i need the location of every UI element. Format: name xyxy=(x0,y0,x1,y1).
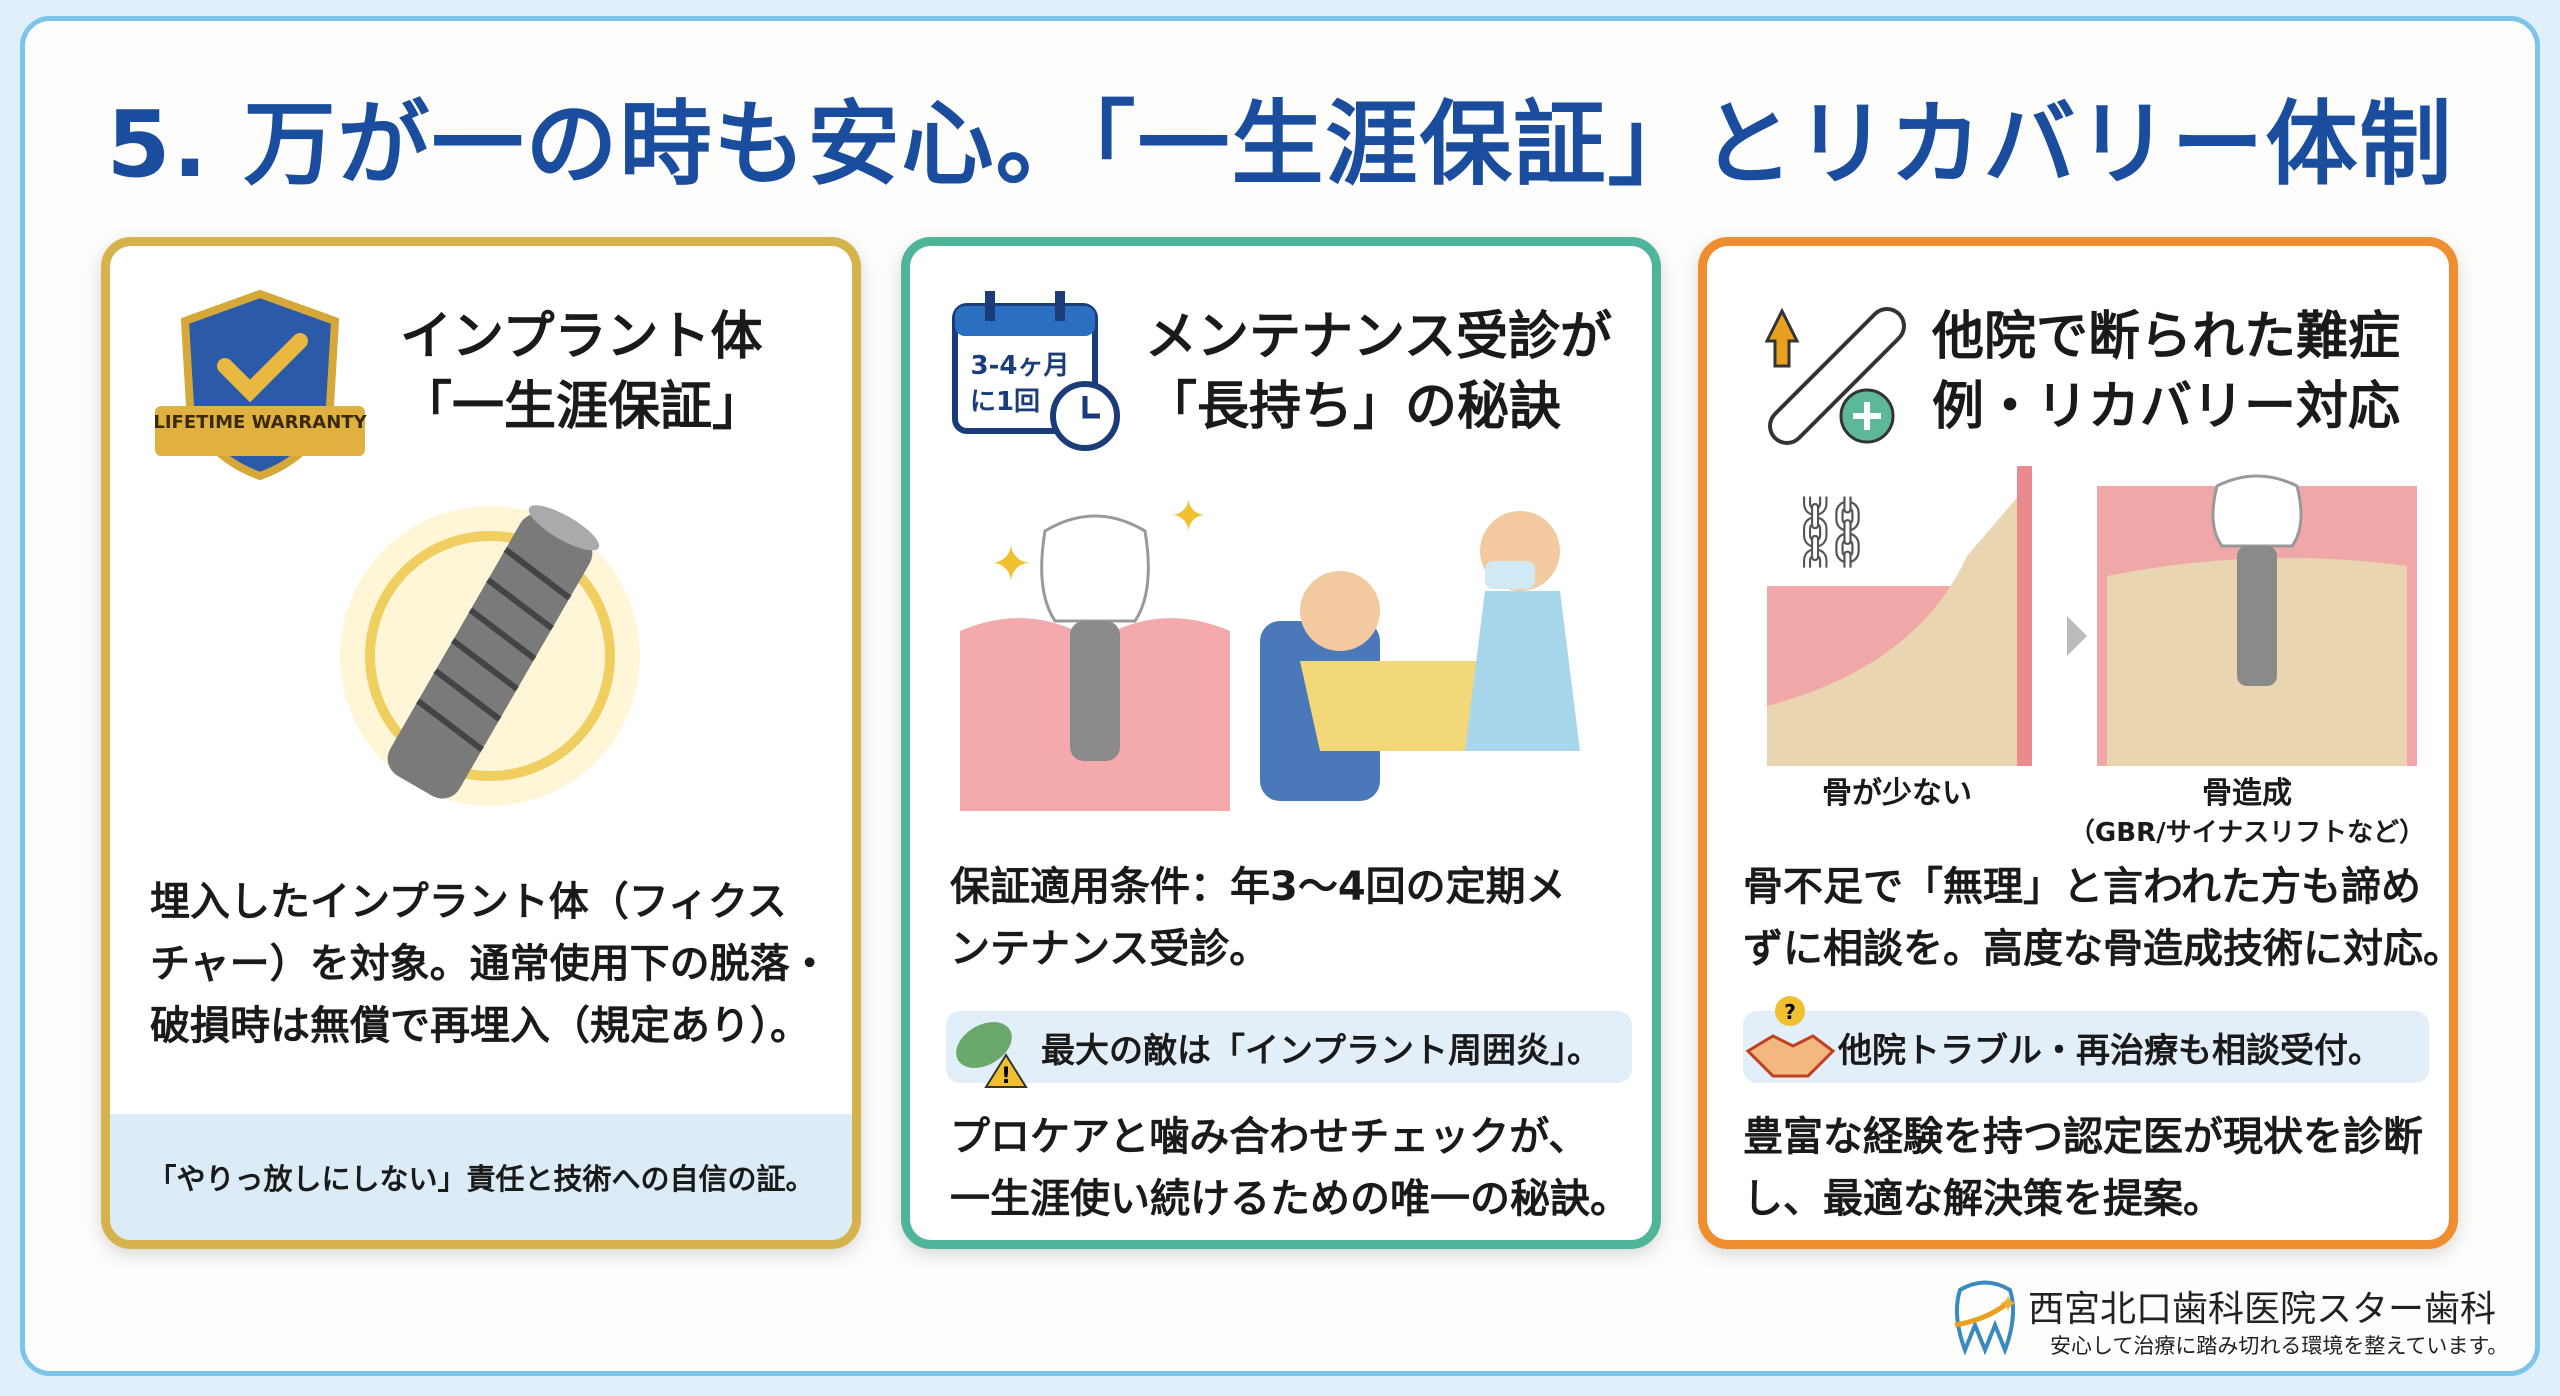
bone-graft-comparison-illustration: ⛓ xyxy=(1767,466,2417,766)
card-heading-line2: 「長持ち」の秘訣 xyxy=(1145,377,1562,437)
clinic-logo: ✦ 西宮北口歯科医院スター歯科 安心して治療に踏み切れる環境を整えています。 xyxy=(1950,1280,2530,1360)
card-body-line: 破損時は無償で再埋入（規定あり）。 xyxy=(150,1003,810,1049)
clinic-name: 西宮北口歯科医院スター歯科 xyxy=(2028,1289,2497,1330)
card-body-line: 埋入したインプラント体（フィクス xyxy=(150,879,787,925)
svg-text:?: ? xyxy=(1784,1000,1796,1024)
bacteria-warning-icon: ! xyxy=(956,1022,1028,1089)
svg-text:!: ! xyxy=(1001,1064,1011,1089)
implant-illustration xyxy=(340,505,640,806)
card-recovery: 他院で断られた難症 例・リカバリー対応 ⛓ 骨が少ない 骨造成 （GBR/サイナ… xyxy=(1698,237,2458,1249)
warranty-shield-icon: LIFETIME WARRANTY xyxy=(153,289,368,481)
handshake-question-icon: ? xyxy=(1745,996,1836,1078)
card-body-line: 骨不足で「無理」と言われた方も諦め xyxy=(1743,864,2421,910)
calendar-text-2: に1回 xyxy=(970,387,1040,417)
card-lifetime-warranty: LIFETIME WARRANTY インプラント体 「一生涯保証」 埋入したイン… xyxy=(101,237,861,1249)
card-body-line: し、最適な解決策を提案。 xyxy=(1743,1176,2223,1222)
svg-text:✦: ✦ xyxy=(1998,1290,2018,1318)
svg-text:✦: ✦ xyxy=(1170,491,1207,542)
tooth-star-logo-icon: ✦ xyxy=(1954,1280,2018,1355)
svg-text:✦: ✦ xyxy=(990,535,1032,593)
card-heading-line1: 他院で断られた難症 xyxy=(1932,307,2401,367)
label-after-main: 骨造成 xyxy=(2202,776,2292,811)
card-heading-line2: 「一生涯保証」 xyxy=(400,377,765,437)
svg-text:⛓: ⛓ xyxy=(1787,491,1876,573)
page-title: 5. 万が一の時も安心。「一生涯保証」とリカバリー体制 xyxy=(106,91,2454,198)
label-before: 骨が少ない xyxy=(1822,776,1972,811)
badge-text: LIFETIME WARRANTY xyxy=(153,412,367,433)
card-heading-line1: メンテナンス受診が xyxy=(1145,307,1612,367)
bone-plus-icon xyxy=(1764,307,1906,445)
card-body-line: プロケアと噛み合わせチェックが、 xyxy=(950,1114,1589,1160)
calendar-clock-icon: 3-4ヶ月 に1回 xyxy=(952,291,1120,451)
card-heading-line1: インプラント体 xyxy=(400,307,763,367)
card-body-line: 一生涯使い続けるための唯一の秘訣。 xyxy=(950,1176,1630,1222)
highlight-text: 最大の敵は「インプラント周囲炎」。 xyxy=(1041,1030,1601,1071)
card-body-line: 豊富な経験を持つ認定医が現状を診断 xyxy=(1743,1114,2423,1160)
calendar-text-1: 3-4ヶ月 xyxy=(971,351,1070,381)
card-body-line: ンテナンス受診。 xyxy=(950,926,1270,972)
highlight-consultation: ? 他院トラブル・再治療も相談受付。 xyxy=(1743,996,2429,1083)
label-after-sub: （GBR/サイナスリフトなど） xyxy=(2068,818,2426,848)
highlight-text: 他院トラブル・再治療も相談受付。 xyxy=(1838,1030,2382,1071)
card-body-line: チャー）を対象。通常使用下の脱落・ xyxy=(150,941,830,987)
card-maintenance: 3-4ヶ月 に1回 メンテナンス受診が 「長持ち」の秘訣 ✦✦ 保証適用条件：年… xyxy=(901,237,1661,1249)
card-footer-note: 「やりっ放しにしない」責任と技術への自信の証。 xyxy=(110,1114,852,1240)
dental-checkup-illustration: ✦✦ xyxy=(960,491,1580,811)
card-body-line: 保証適用条件：年3〜4回の定期メ xyxy=(950,864,1566,910)
clinic-tagline: 安心して治療に踏み切れる環境を整えています。 xyxy=(2050,1334,2509,1358)
card-heading-line2: 例・リカバリー対応 xyxy=(1932,377,2401,437)
label-after: 骨造成 （GBR/サイナスリフトなど） xyxy=(2047,768,2447,849)
card-body-line: ずに相談を。高度な骨造成技術に対応。 xyxy=(1743,926,2458,972)
highlight-peri-implantitis: ! 最大の敵は「インプラント周囲炎」。 xyxy=(946,1011,1632,1089)
